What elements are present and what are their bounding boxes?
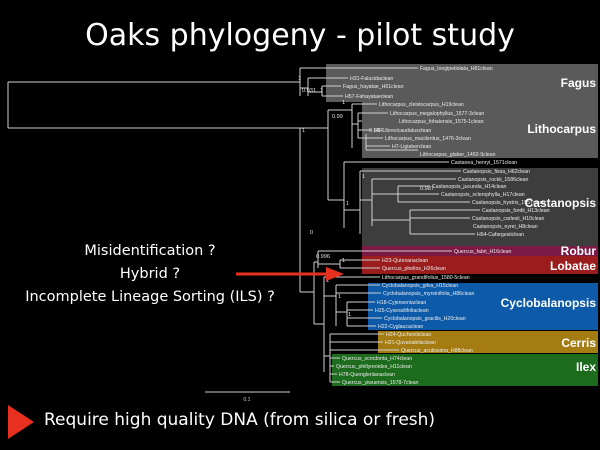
scale-bar: 0.1 bbox=[205, 391, 290, 403]
clade-box-lithocarpus bbox=[362, 101, 598, 158]
taxon-label: Quercus_phellos_H26clean bbox=[382, 266, 446, 272]
clade-box-cerris bbox=[378, 331, 598, 353]
clade-label-cyclobalanopsis: Cyclobalanopsis bbox=[501, 296, 597, 310]
taxon-label: H23-Qutexanaclean bbox=[382, 258, 428, 264]
taxon-label: H22-Cyglaucaclean bbox=[378, 324, 423, 330]
support-value: 1 bbox=[320, 88, 323, 94]
clade-label-cerris: Cerris bbox=[561, 336, 596, 350]
clade-boxes bbox=[326, 64, 598, 386]
support-value: 1 bbox=[342, 100, 345, 106]
question-hybrid: Hybrid ? bbox=[119, 266, 181, 282]
tree-branches bbox=[7, 67, 480, 383]
taxon-label: Cyclobalanopsis_myrsinifolia_H86clean bbox=[383, 291, 475, 297]
slide-title: Oaks phylogeny - pilot study bbox=[85, 18, 515, 53]
taxon-label: Quercus_acutissima_H88clean bbox=[401, 348, 473, 354]
support-value: 0.99 bbox=[332, 114, 343, 120]
taxon-label: H64-Cafargesiiclean bbox=[477, 232, 524, 238]
taxon-label: Quercus_phillyreoides_H11clean bbox=[336, 364, 412, 370]
clade-label-ilex: Ilex bbox=[576, 360, 596, 374]
taxon-label: Castanopsis_hystrix_1557clean bbox=[472, 200, 545, 206]
clade-label-fagus: Fagus bbox=[561, 76, 597, 90]
taxon-label: H6-Librevicaudatusclean bbox=[374, 128, 431, 134]
footer-triangle-icon bbox=[8, 405, 34, 439]
taxon-label: H57-Fahayataeclean bbox=[345, 94, 393, 100]
support-value: 0.987 bbox=[420, 186, 434, 192]
support-value: 1 bbox=[326, 278, 329, 284]
clade-box-fagus bbox=[326, 64, 598, 102]
support-value: 1 bbox=[298, 76, 301, 82]
taxon-label: Castanea_henryi_1571clean bbox=[451, 160, 517, 166]
taxon-label: Lithocarpus_fohaiensis_1575-1clean bbox=[399, 119, 484, 125]
scale-bar-label: 0.1 bbox=[244, 397, 251, 403]
clade-label-castanopsis: Castanopsis bbox=[525, 196, 597, 210]
taxon-label: H78-Quengleriianaclean bbox=[339, 372, 395, 378]
support-value: 1 bbox=[342, 258, 345, 264]
support-value: 1 bbox=[302, 128, 305, 134]
taxon-label: Castanopsis_sclerophylla_H17clean bbox=[441, 192, 525, 198]
taxon-label: H7-Ligiaberclean bbox=[392, 144, 431, 150]
taxon-label: Lithocarpus_cleistocarpus_H19clean bbox=[379, 102, 464, 108]
taxon-label: Cyclobalanopsis_gracilis_H20clean bbox=[384, 316, 466, 322]
taxon-label: Lithocarpus_megalophyllus_1577-3clean bbox=[390, 111, 484, 117]
taxon-label: Castanopsis_fissa_H62clean bbox=[463, 169, 530, 175]
taxon-label: H21-Quvariabilisclean bbox=[385, 340, 436, 346]
taxon-label: Cyclobalanopsis_gilva_H15clean bbox=[382, 283, 458, 289]
support-value: 0.997 bbox=[369, 128, 383, 134]
taxon-label: H18-Cyjenseniaclean bbox=[377, 300, 426, 306]
question-ils: Incomplete Lineage Sorting (ILS) ? bbox=[25, 289, 275, 305]
red-arrow bbox=[236, 267, 344, 281]
taxon-label: Castanopsis_eyrei_H8clean bbox=[473, 224, 538, 230]
support-value: 1 bbox=[346, 201, 349, 207]
taxon-label: Lithocarpus_glaber_1492-9clean bbox=[420, 152, 496, 158]
taxon-labels: Fagus_longipetiolata_H81cleanH31-Falucid… bbox=[336, 66, 550, 386]
taxon-label: Castanopsis_fordii_H13clean bbox=[482, 208, 550, 214]
taxon-label: Castanopsis_rockii_1586clean bbox=[458, 177, 528, 183]
support-value: 1 bbox=[362, 174, 365, 180]
clade-box-lobatae bbox=[362, 256, 598, 274]
taxon-label: Fagus_longipetiolata_H81clean bbox=[420, 66, 493, 72]
taxon-label: Castanopsis_jucunda_H14clean bbox=[432, 184, 507, 190]
taxon-label: Quercus_yiwuensis_1578-7clean bbox=[342, 380, 419, 386]
clade-box-cyclobalanopsis bbox=[368, 283, 598, 330]
taxon-label: H31-Falucidaclean bbox=[350, 76, 393, 82]
support-value: 0.996 bbox=[316, 254, 330, 260]
taxon-label: Quercus_fabri_H16clean bbox=[454, 249, 511, 255]
clade-label-robur: Robur bbox=[561, 244, 597, 258]
taxon-label: H24-Quchenliiclean bbox=[386, 332, 431, 338]
support-value: 1 bbox=[348, 312, 351, 318]
support-value: 1 bbox=[338, 294, 341, 300]
taxon-label: Lithocarpus_grandifolius_1580-5clean bbox=[382, 275, 470, 281]
support-value: 0.031 bbox=[302, 88, 316, 94]
taxon-label: Quercus_scrodonta_H74clean bbox=[342, 356, 412, 362]
taxon-label: Fagus_hayatae_H61clean bbox=[343, 84, 404, 90]
footer-note: Require high quality DNA (from silica or… bbox=[44, 410, 436, 430]
question-misidentification: Misidentification ? bbox=[84, 243, 216, 259]
clade-labels: FagusLithocarpusCastanopsisRoburLobataeC… bbox=[501, 76, 597, 374]
clade-label-lithocarpus: Lithocarpus bbox=[527, 122, 596, 136]
clade-label-lobatae: Lobatae bbox=[550, 259, 596, 273]
clade-box-robur bbox=[362, 246, 598, 256]
support-value: 0 bbox=[310, 230, 313, 236]
clade-box-ilex bbox=[332, 354, 598, 386]
red-arrow-head bbox=[326, 267, 344, 281]
taxon-label: Castanopsis_carlesii_H10clean bbox=[472, 216, 544, 222]
taxon-label: Lithocarpus_macilentus_1476-3clean bbox=[385, 136, 471, 142]
taxon-label: H25-Cysessilifoliaclean bbox=[375, 308, 429, 314]
clade-box-castanopsis bbox=[362, 168, 598, 246]
